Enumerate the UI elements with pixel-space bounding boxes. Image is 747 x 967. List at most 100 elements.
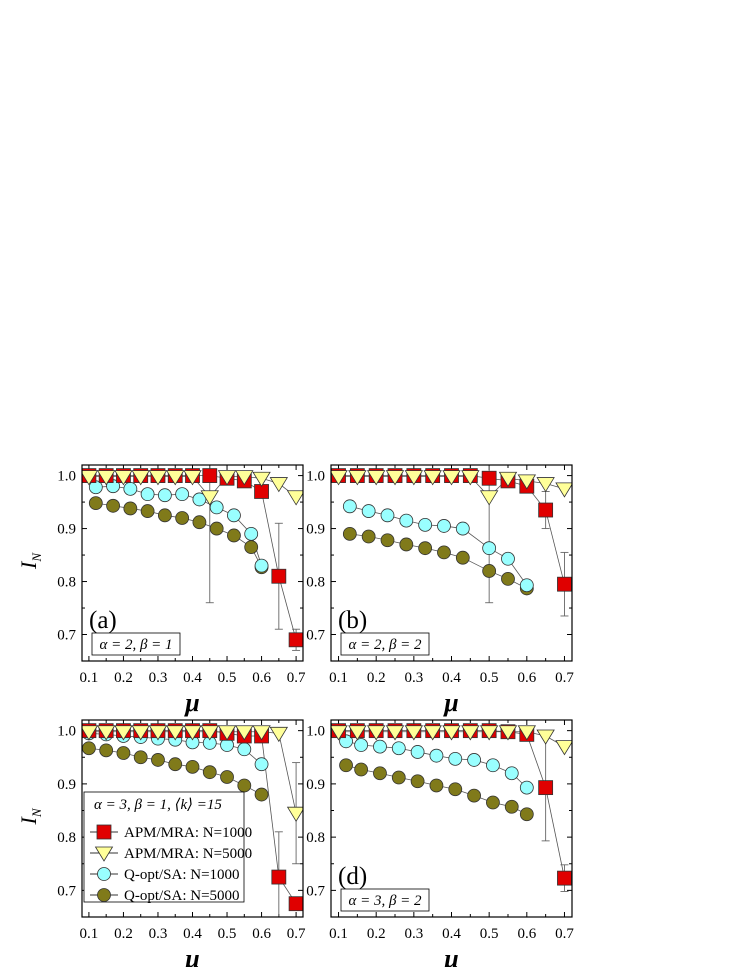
data-point [123, 501, 138, 516]
legend-title: α = 3, β = 1, ⟨k⟩ =15 [94, 797, 222, 813]
data-point [269, 477, 289, 493]
data-point [437, 519, 451, 533]
data-point [99, 743, 114, 758]
plot-frame [81, 464, 304, 662]
data-point [481, 470, 497, 486]
data-point [133, 750, 148, 765]
x-axis-label: μ [183, 944, 199, 967]
y-tick-label: 0.9 [57, 777, 76, 793]
data-point [227, 528, 241, 543]
y-axis-label: IN [16, 552, 44, 570]
data-point [235, 725, 254, 741]
y-tick-label: 0.8 [306, 575, 325, 591]
data-point [192, 492, 207, 507]
y-tick-label: 0.8 [57, 830, 76, 846]
legend-marker [97, 888, 111, 902]
x-axis-label: μ [442, 944, 458, 967]
data-point [131, 470, 150, 486]
y-tick-label: 0.7 [57, 628, 76, 644]
data-point [429, 748, 444, 763]
data-point [342, 499, 357, 514]
y-tick-label: 0.8 [306, 830, 325, 846]
data-point [116, 746, 131, 760]
legend-marker [94, 846, 114, 862]
data-point [498, 725, 518, 741]
data-point [235, 470, 254, 486]
data-point [82, 470, 99, 486]
data-point [501, 571, 515, 586]
x-tick-label: 0.2 [114, 670, 133, 686]
y-tick-label: 0.9 [306, 777, 325, 793]
data-point [202, 468, 218, 483]
data-point [391, 770, 406, 785]
data-point [482, 541, 497, 556]
x-tick-label: 0.2 [114, 926, 133, 942]
data-point [331, 470, 348, 486]
panel-label: (d) [338, 863, 367, 890]
x-tick-label: 0.1 [329, 926, 348, 942]
panel-label: (a) [89, 607, 117, 634]
x-axis-label: μ [442, 688, 458, 717]
data-point [148, 725, 168, 741]
data-point [114, 725, 133, 741]
data-point [286, 806, 303, 822]
data-area [331, 723, 572, 892]
x-tick-label: 0.6 [517, 926, 536, 942]
x-tick-label: 0.5 [480, 926, 499, 942]
data-point [498, 471, 518, 488]
data-point [418, 517, 433, 532]
y-tick-label: 1.0 [57, 469, 76, 485]
legend-marker [96, 824, 112, 840]
data-point [220, 770, 234, 784]
data-point [331, 725, 348, 741]
data-point [175, 487, 190, 502]
parameter-box [91, 632, 181, 656]
data-point [399, 513, 414, 528]
data-point [157, 488, 172, 503]
data-point [269, 726, 289, 743]
data-point [209, 521, 224, 536]
data-point [192, 515, 207, 530]
panel-label: (b) [338, 607, 367, 634]
data-point [200, 725, 219, 741]
data-point [237, 742, 252, 757]
y-tick-label: 0.9 [57, 522, 76, 538]
data-point [373, 739, 387, 754]
series-line [349, 533, 527, 589]
y-tick-label: 1.0 [306, 724, 325, 740]
data-point [461, 725, 480, 741]
data-point [391, 741, 406, 756]
data-point [244, 526, 259, 541]
panel-c: 0.10.20.30.40.50.60.70.70.80.91.0μIN(c)α… [16, 719, 306, 967]
data-point [461, 470, 480, 486]
data-point [288, 896, 303, 912]
data-point [183, 725, 202, 741]
data-point [237, 778, 252, 793]
legend-label: Q-opt/SA: N=1000 [124, 867, 240, 883]
data-point [348, 725, 367, 741]
data-point [501, 551, 515, 566]
data-point [366, 470, 386, 486]
data-point [519, 780, 534, 795]
data-point [410, 745, 425, 759]
data-point [106, 498, 120, 513]
data-point [96, 725, 116, 741]
data-point [482, 564, 497, 578]
data-point [254, 558, 269, 573]
data-point [519, 578, 534, 593]
data-point [271, 869, 287, 885]
data-point [88, 496, 103, 511]
data-point [467, 788, 481, 803]
y-tick-label: 1.0 [57, 724, 76, 740]
data-point [418, 541, 433, 556]
x-tick-label: 0.1 [80, 926, 99, 942]
x-tick-label: 0.3 [404, 926, 423, 942]
data-point [557, 576, 572, 592]
x-tick-label: 0.1 [80, 670, 99, 686]
data-point [354, 738, 369, 752]
data-point [385, 725, 405, 741]
